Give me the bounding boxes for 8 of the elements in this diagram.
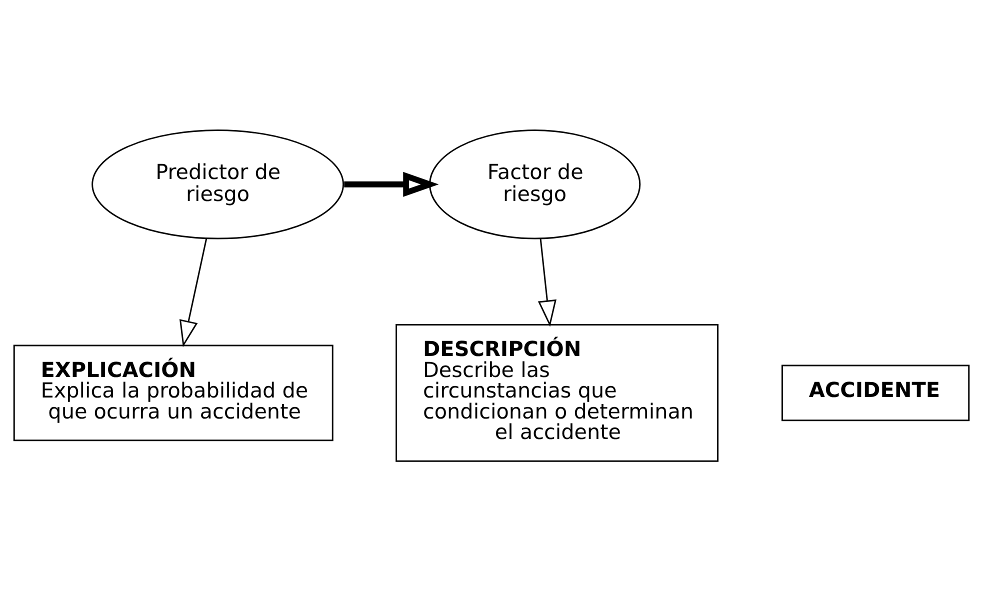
node-box: EXPLICACIÓN Explica la probabilidad de que ocurra un accidente xyxy=(13,344,334,442)
arrow xyxy=(538,238,556,327)
node-box: ACCIDENTE xyxy=(781,364,970,422)
node-box: DESCRIPCIÓN Describe las circunstancias que condicionan o determinan el accidente xyxy=(396,324,719,462)
arrow xyxy=(344,172,439,197)
arrow xyxy=(179,238,208,348)
node-ellipse: Predictor de riesgo xyxy=(92,130,344,240)
node-ellipse: Factor de riesgo xyxy=(429,130,641,240)
